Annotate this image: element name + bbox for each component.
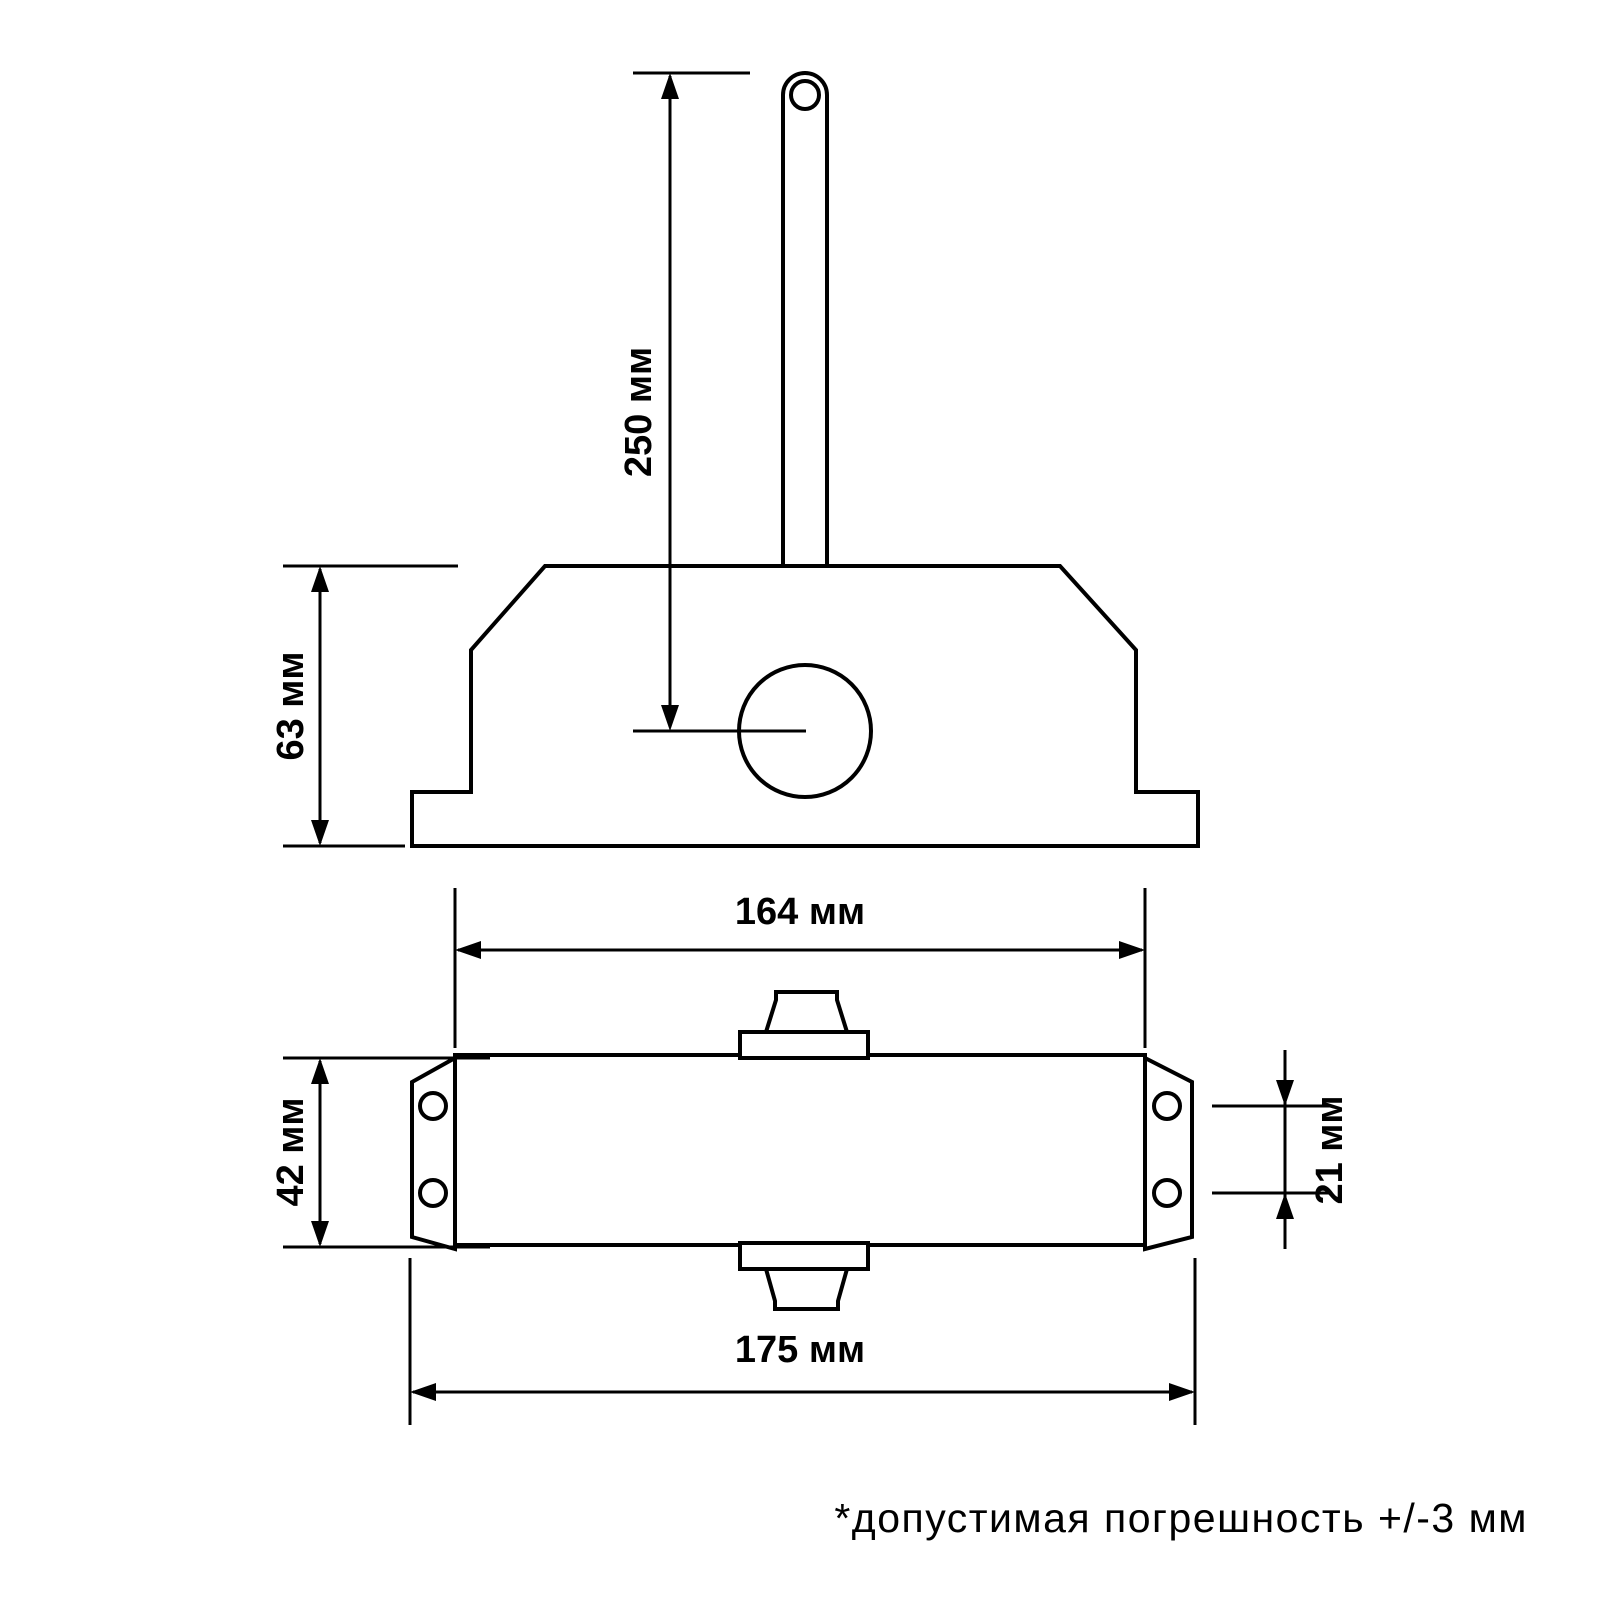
mount-hole-right-top — [1152, 1091, 1182, 1121]
arrowhead-right — [1169, 1383, 1195, 1401]
closer-arm-outline — [781, 71, 829, 566]
arrowhead-up — [311, 566, 329, 592]
dimension-hole-gap: 21 мм — [1212, 1050, 1351, 1249]
hole-span-label: 164 мм — [735, 891, 865, 933]
overall-length-label: 175 мм — [735, 1329, 865, 1371]
left-mounting-plate — [410, 1054, 457, 1252]
body-width-label: 42 мм — [270, 1097, 312, 1206]
dimension-overall-length: 175 мм — [408, 1258, 1197, 1425]
mount-hole-right-bottom — [1152, 1178, 1182, 1208]
dimension-arm-height: 250 мм — [618, 71, 806, 733]
arrowhead-down — [311, 1221, 329, 1247]
arrowhead-down — [1276, 1080, 1294, 1106]
hole-gap-label: 21 мм — [1309, 1095, 1351, 1204]
tolerance-footnote: *допустимая погрешность +/-3 мм — [834, 1495, 1528, 1541]
arrowhead-up — [311, 1058, 329, 1084]
arrowhead-down — [311, 820, 329, 846]
body-height-label: 63 мм — [270, 651, 312, 760]
bottom-pinion-plate — [738, 1241, 870, 1271]
top-pinion-cap — [763, 990, 850, 1034]
arm-height-label: 250 мм — [618, 347, 660, 477]
mount-hole-left-top — [418, 1091, 448, 1121]
arrowhead-right — [1119, 941, 1145, 959]
dimension-body-width: 42 мм — [270, 1056, 490, 1249]
arrowhead-down — [661, 705, 679, 731]
mount-hole-left-bottom — [418, 1178, 448, 1208]
arrowhead-left — [410, 1383, 436, 1401]
arrowhead-up — [1276, 1193, 1294, 1219]
right-mounting-plate — [1143, 1054, 1194, 1252]
arrowhead-left — [455, 941, 481, 959]
dimension-hole-span: 164 мм — [453, 888, 1147, 1048]
top-pinion-plate — [738, 1030, 870, 1060]
bottom-pinion-cap — [763, 1267, 850, 1311]
plan-view — [410, 990, 1194, 1311]
arm-pivot-hole — [789, 79, 821, 111]
closer-body-plan — [453, 1053, 1147, 1247]
arrowhead-up — [661, 73, 679, 99]
dimension-body-height: 63 мм — [270, 564, 458, 848]
